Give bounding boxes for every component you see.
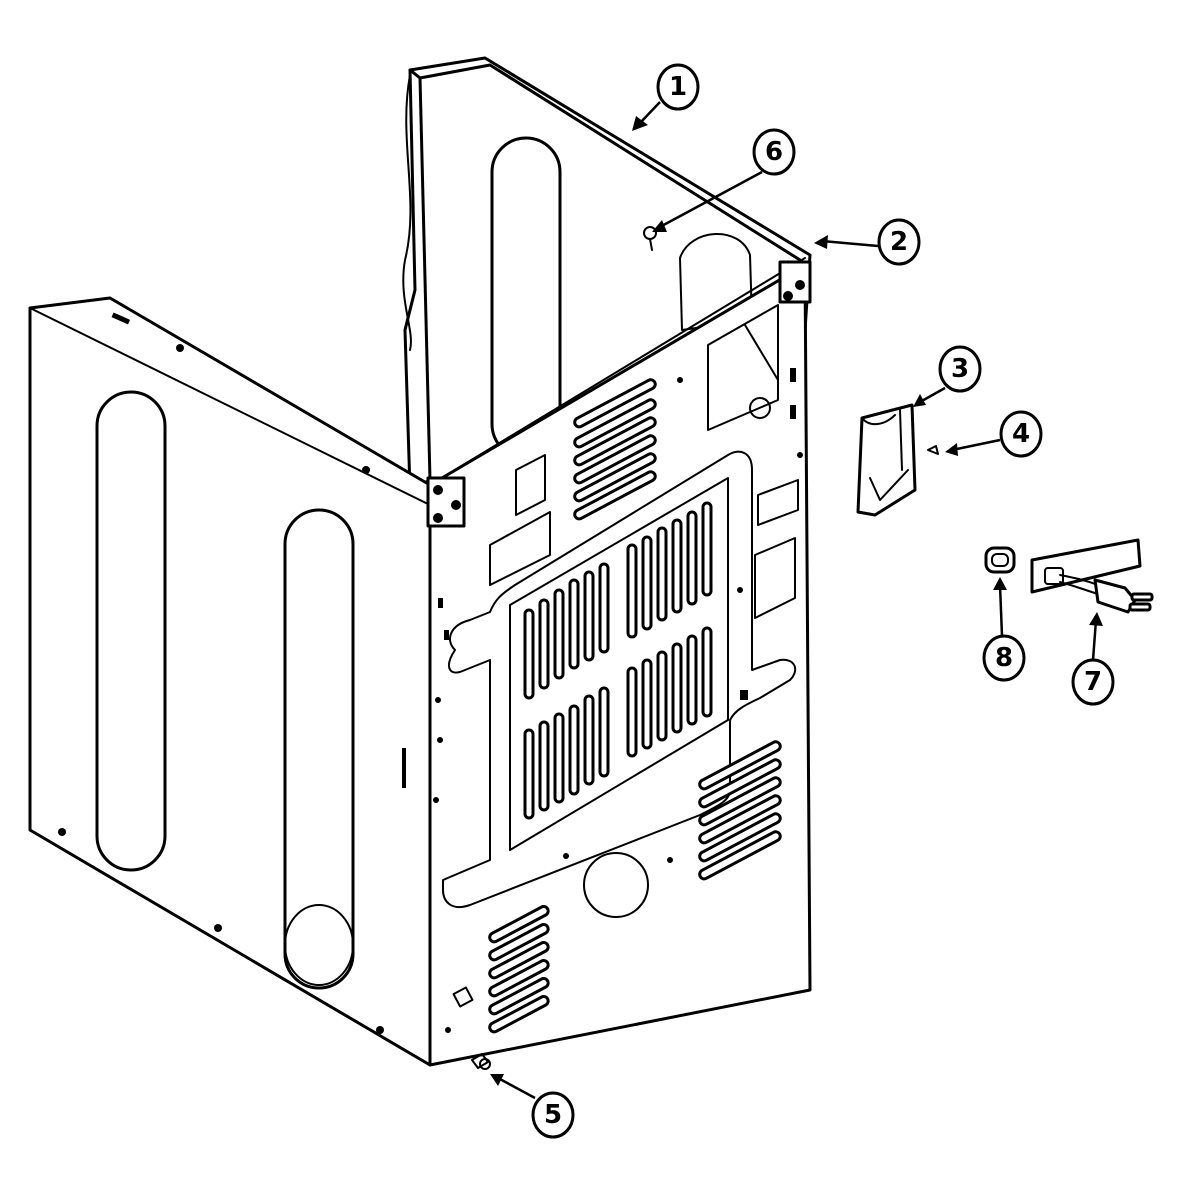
- callout-2-label: 2: [890, 227, 908, 257]
- callout-6-label: 6: [765, 137, 783, 167]
- callout-7-label: 7: [1084, 667, 1102, 697]
- vent-group-upper-right: [626, 501, 713, 639]
- louver-group-top: [573, 378, 657, 521]
- callout-5: 5: [531, 1091, 575, 1139]
- part-6-screw: [643, 226, 657, 251]
- callout-4: 4: [999, 410, 1043, 458]
- callout-7: 7: [1071, 658, 1115, 706]
- back-side-panel: [402, 56, 812, 492]
- callout-4-label: 4: [1012, 419, 1030, 449]
- vent-group-upper-left: [523, 562, 610, 700]
- part-8-grommet: [984, 546, 1016, 574]
- callout-3: 3: [938, 345, 982, 393]
- louver-group-lower-right: [698, 740, 782, 881]
- callout-5-label: 5: [544, 1100, 562, 1130]
- callout-2: 2: [877, 218, 921, 266]
- callout-1-label: 1: [669, 72, 687, 102]
- rear-panel: [426, 257, 812, 1067]
- left-side-panel: [28, 296, 432, 1067]
- part-3-bracket: [856, 403, 917, 517]
- part-4-screw: [927, 445, 939, 455]
- callout-1: 1: [656, 63, 700, 111]
- callout-8-label: 8: [995, 643, 1013, 673]
- callout-3-label: 3: [951, 354, 969, 384]
- vent-group-lower-right: [626, 626, 713, 758]
- vent-group-lower-left: [523, 686, 610, 820]
- callout-6: 6: [752, 128, 796, 176]
- part-5-screw: [471, 1053, 491, 1070]
- callout-8: 8: [982, 634, 1026, 682]
- part-7-power-cord: [1030, 538, 1154, 614]
- leader-lines: [490, 101, 1103, 1100]
- louver-group-lower-left: [488, 905, 550, 1034]
